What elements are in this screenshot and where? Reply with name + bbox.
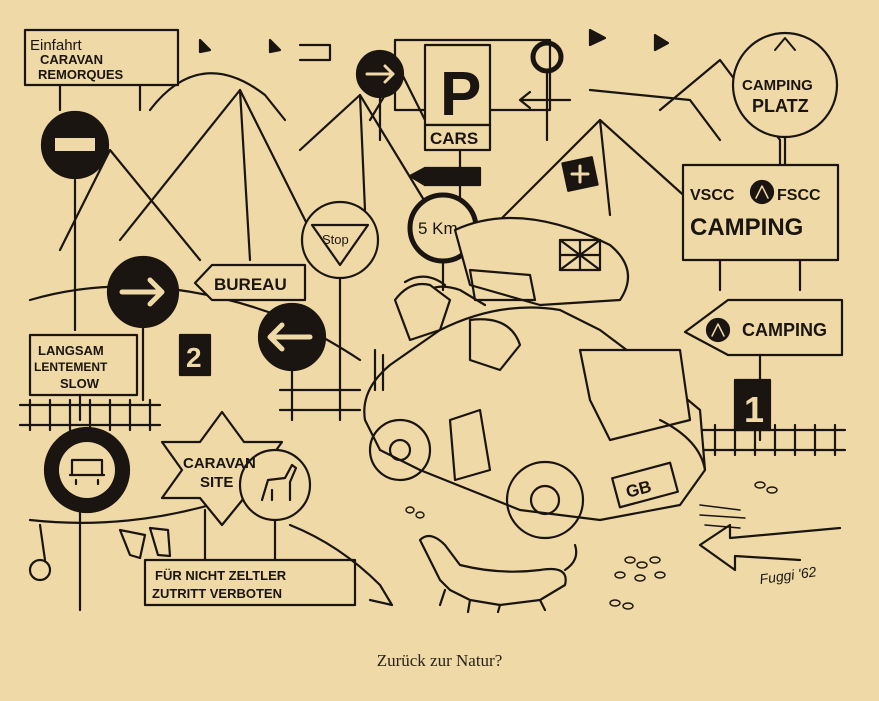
pennants xyxy=(198,28,670,62)
camping-arrow-text: CAMPING xyxy=(742,320,827,340)
camping-platz-sign xyxy=(731,31,839,167)
verboten-text-2: ZUTRITT VERBOTEN xyxy=(152,586,282,601)
vscc-right-text: FSCC xyxy=(777,187,821,204)
bureau-sign xyxy=(193,263,307,302)
no-entry-sign xyxy=(40,110,110,332)
verboten-sign xyxy=(143,523,394,607)
lentement-text: LENTEMENT xyxy=(34,360,108,374)
slow-text: SLOW xyxy=(60,376,100,391)
number-one-text: 1 xyxy=(744,389,764,430)
vscc-left-text: VSCC xyxy=(690,187,735,204)
langsam-sign xyxy=(28,333,139,422)
arrow-left-circle-sign xyxy=(257,302,327,422)
swiss-flag xyxy=(561,156,599,192)
caravan-site-text-2: SITE xyxy=(200,474,233,491)
five-km-text: 5 Km xyxy=(418,219,458,238)
tent-dome xyxy=(148,72,287,122)
remorques-text: REMORQUES xyxy=(38,67,124,82)
no-cars-sign xyxy=(43,426,131,612)
dachshund xyxy=(418,534,578,614)
exhaust xyxy=(699,504,746,529)
tent-large xyxy=(118,88,332,272)
number-two-text: 2 xyxy=(186,342,202,373)
parking-text: P xyxy=(440,60,481,129)
caravan-site-text-1: CARAVAN xyxy=(183,455,256,472)
number-two-sign xyxy=(178,333,212,377)
overloaded-car xyxy=(363,216,707,540)
ring-sign xyxy=(518,40,572,142)
cars-sign xyxy=(408,123,492,187)
arrow-right-circle-sign xyxy=(355,49,405,142)
einfahrt-text: Einfahrt xyxy=(30,37,83,54)
vscc-camping-text: CAMPING xyxy=(690,214,803,241)
fence xyxy=(18,388,847,457)
camping-platz-text-1: CAMPING xyxy=(742,77,813,94)
cars-text: CARS xyxy=(430,129,478,148)
pebbles xyxy=(405,481,778,610)
verboten-text-1: FÜR NICHT ZELTLER xyxy=(155,568,287,583)
parking-sign xyxy=(423,43,492,202)
caravan-text: CARAVAN xyxy=(40,52,103,67)
ground-arrow xyxy=(698,523,842,572)
einfahrt-sign xyxy=(23,28,180,112)
laundry-line xyxy=(28,503,212,582)
no-dogs-sign xyxy=(238,448,312,562)
stop-text: Stop xyxy=(322,232,349,247)
number-one-sign xyxy=(733,378,772,432)
caption: Zurück zur Natur? xyxy=(376,651,503,670)
arrow-right-circle-sign-2 xyxy=(106,255,180,402)
bureau-text: BUREAU xyxy=(214,275,287,294)
camping-arrow-sign xyxy=(683,298,844,442)
langsam-text: LANGSAM xyxy=(38,343,104,358)
artist-signature: Fuggi '62 xyxy=(758,563,817,587)
camping-platz-text-2: PLATZ xyxy=(752,96,809,116)
stop-sign xyxy=(300,200,380,422)
vscc-camping-sign xyxy=(681,163,840,292)
